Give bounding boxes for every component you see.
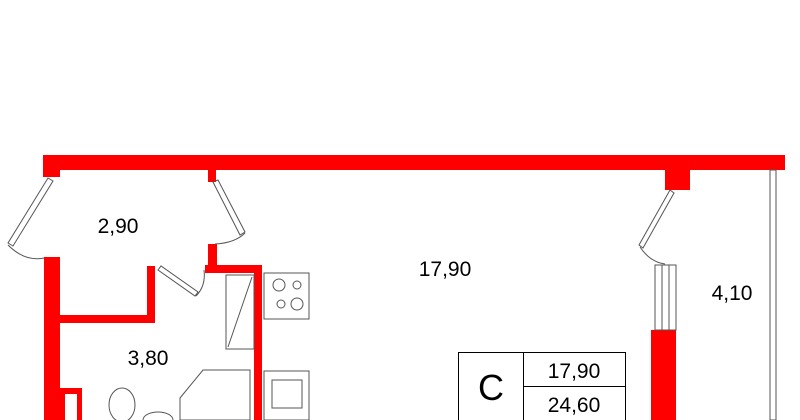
balcony-wall (651, 330, 676, 420)
summary-table: С 17,90 24,60 (458, 352, 626, 420)
sink-icon (263, 370, 310, 420)
kitchen-top-wall (205, 265, 262, 273)
living-area: 17,90 (419, 258, 472, 281)
pillar (665, 165, 690, 190)
door-bath-leaf (157, 265, 199, 297)
living-area-total: 17,90 (548, 360, 601, 383)
room-labels: 2,90 17,90 3,80 4,10 (98, 215, 753, 370)
kitchen-left-wall (254, 265, 262, 420)
wall-stub-hall (208, 165, 216, 182)
hall-wall (208, 244, 217, 272)
door-hall-leaf (212, 179, 246, 236)
apartment-type: С (478, 367, 504, 408)
wall-stub-left (43, 165, 60, 177)
bath-wall-vertical (147, 266, 155, 322)
bathroom-area: 3,80 (128, 347, 169, 370)
left-wall (44, 257, 60, 420)
top-wall (43, 155, 785, 170)
stove-icon (263, 272, 310, 320)
washbasin-icon (142, 411, 174, 420)
toilet-icon (108, 387, 136, 420)
balcony-window (654, 264, 677, 331)
door-balcony-leaf (638, 189, 675, 249)
windows-doors (7, 169, 777, 420)
balcony-glazing (769, 169, 777, 420)
fixtures (108, 272, 310, 420)
fridge-icon (225, 274, 255, 350)
bath-wall-horizontal (60, 315, 155, 323)
total-area: 24,60 (548, 394, 601, 417)
door-left-leaf (7, 177, 54, 247)
door-arc-icon (7, 244, 45, 260)
shower-icon (179, 369, 251, 420)
walls (43, 155, 785, 420)
balcony-area: 4,10 (712, 282, 753, 305)
hall-area: 2,90 (98, 215, 139, 238)
